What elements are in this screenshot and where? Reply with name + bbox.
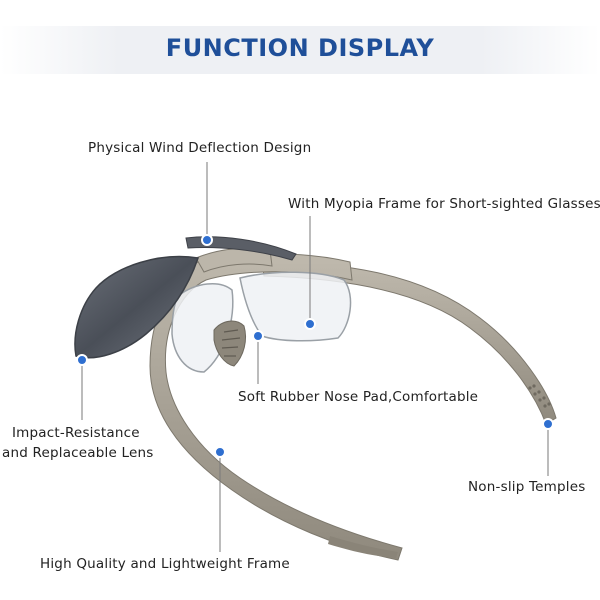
label-temples: Non-slip Temples bbox=[468, 479, 586, 495]
header-banner bbox=[0, 26, 600, 74]
marker-temples bbox=[542, 418, 554, 430]
nose-pad bbox=[213, 320, 247, 367]
replaceable-dark-lens bbox=[74, 255, 199, 359]
label-lens-line2: and Replaceable Lens bbox=[2, 445, 154, 461]
near-temple-tip bbox=[328, 536, 398, 558]
label-myopia-frame: With Myopia Frame for Short-sighted Glas… bbox=[288, 196, 600, 212]
label-lens-line1: Impact-Resistance bbox=[12, 425, 140, 441]
nose-pad-ridges bbox=[221, 329, 241, 357]
page-title: FUNCTION DISPLAY bbox=[165, 34, 435, 62]
callout-lines bbox=[81, 162, 549, 552]
temple-grip-texture bbox=[528, 384, 551, 408]
label-frame: High Quality and Lightweight Frame bbox=[40, 556, 290, 572]
marker-myopia-frame bbox=[304, 318, 316, 330]
marker-replaceable-lens bbox=[76, 354, 88, 366]
frame-bridge bbox=[195, 247, 273, 273]
marker-frame bbox=[214, 446, 226, 458]
label-wind-deflection: Physical Wind Deflection Design bbox=[88, 140, 312, 156]
wind-deflector bbox=[185, 236, 297, 261]
callout-markers bbox=[76, 234, 554, 458]
label-nose-pad: Soft Rubber Nose Pad,Comfortable bbox=[238, 389, 479, 405]
myopia-insert-lens bbox=[239, 271, 352, 342]
marker-nose-pad bbox=[252, 330, 264, 342]
marker-wind-deflection bbox=[201, 234, 213, 246]
